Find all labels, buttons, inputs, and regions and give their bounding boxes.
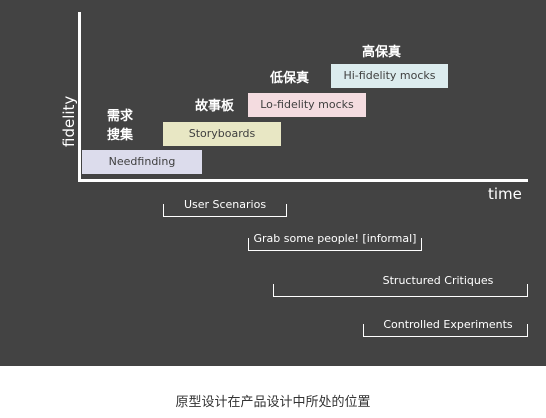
x-axis-label: time bbox=[488, 185, 522, 203]
cn-label-needs-1: 需求 bbox=[107, 109, 134, 124]
activity-grab-people-bracket bbox=[248, 238, 422, 251]
cn-label-storyboard: 故事板 bbox=[195, 99, 235, 114]
y-axis-line bbox=[78, 12, 81, 182]
y-axis-label: fidelity bbox=[60, 95, 78, 147]
diagram-panel: fidelity time Needfinding Storyboards Lo… bbox=[0, 0, 546, 366]
stage-needfinding: Needfinding bbox=[82, 150, 202, 174]
activity-user-scenarios-label: User Scenarios bbox=[183, 198, 267, 211]
activity-grab-people-label: Grab some people! [informal] bbox=[253, 232, 417, 245]
stage-lo-fidelity-mocks: Lo-fidelity mocks bbox=[248, 93, 366, 117]
stage-hi-fidelity-mocks: Hi-fidelity mocks bbox=[331, 64, 448, 88]
cn-label-lo-fi: 低保真 bbox=[270, 71, 310, 86]
cn-label-needs-2: 搜集 bbox=[107, 128, 134, 143]
figure-caption: 原型设计在产品设计中所处的位置 bbox=[175, 395, 371, 410]
x-axis-line bbox=[78, 179, 528, 182]
activity-structured-critiques-label: Structured Critiques bbox=[382, 274, 494, 287]
activity-controlled-experiments-bracket bbox=[363, 324, 528, 337]
activity-user-scenarios-bracket bbox=[163, 204, 287, 217]
activity-controlled-experiments-label: Controlled Experiments bbox=[383, 318, 513, 331]
cn-label-hi-fi: 高保真 bbox=[362, 45, 402, 60]
stage-storyboards: Storyboards bbox=[163, 122, 281, 146]
activity-structured-critiques-bracket bbox=[273, 284, 528, 297]
